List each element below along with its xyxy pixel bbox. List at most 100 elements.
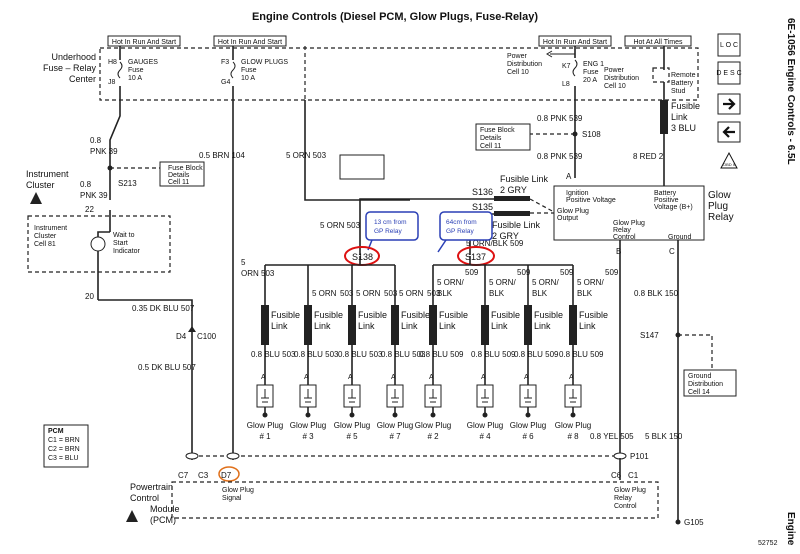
svg-text:Ignition: Ignition [566, 190, 589, 197]
svg-text:2 GRY: 2 GRY [492, 231, 519, 241]
glow-plug-number: # 8 [567, 432, 579, 441]
svg-text:Cell 11: Cell 11 [480, 143, 501, 150]
svg-text:Positive Voltage: Positive Voltage [566, 197, 616, 204]
svg-text:2 GRY: 2 GRY [500, 185, 527, 195]
branch-wire-number: 503 [340, 289, 354, 298]
svg-text:G105: G105 [684, 518, 704, 527]
svg-text:Control: Control [614, 503, 637, 510]
svg-text:C1 = BRN: C1 = BRN [48, 437, 80, 444]
fusible-link-label-2: Link [314, 321, 331, 331]
instrument-cluster-label: Instrument [26, 169, 69, 179]
svg-text:20: 20 [85, 292, 94, 301]
fusible-link [261, 305, 269, 345]
svg-text:PNK 39: PNK 39 [80, 191, 108, 200]
back-arrow-button[interactable] [717, 121, 741, 143]
svg-text:Glow: Glow [708, 190, 732, 201]
svg-text:Plug: Plug [708, 201, 728, 212]
svg-text:Powertrain: Powertrain [130, 482, 173, 492]
svg-text:Fuse Block: Fuse Block [480, 127, 515, 134]
underhood-label-3: Center [69, 74, 96, 84]
branch-wire-number: 509 [517, 268, 531, 277]
branch-wire-label: 5 ORN/ [577, 278, 604, 287]
svg-text:Fusible Link: Fusible Link [500, 174, 549, 184]
loc-button[interactable]: L O C [717, 33, 741, 57]
fusible-link [429, 305, 437, 345]
glow-plug-number: # 1 [259, 432, 271, 441]
hot-label-all: Hot At All Times [633, 39, 683, 46]
glow-plug-number: # 4 [479, 432, 491, 441]
svg-text:Battery: Battery [654, 190, 677, 197]
fusible-link-label: Fusible [491, 310, 520, 320]
callout-13cm [365, 211, 419, 241]
svg-text:8 RED 2: 8 RED 2 [633, 152, 664, 161]
svg-text:10 A: 10 A [128, 75, 142, 82]
svg-text:K7: K7 [562, 63, 571, 70]
branch-wire-label-2: BLK [489, 289, 505, 298]
hot-label-eng: Hot In Run And Start [543, 39, 607, 46]
svg-text:Power: Power [604, 67, 625, 74]
branch-wire-number: 509 [465, 268, 479, 277]
fusible-link-3blu [660, 100, 668, 134]
glow-plug-label: Glow Plug [555, 421, 591, 430]
glow-plug-number: # 6 [522, 432, 534, 441]
svg-text:C3 = BLU: C3 = BLU [48, 455, 79, 462]
branch-wire-number: 509 [560, 268, 574, 277]
glow-plug-relay [553, 185, 705, 241]
plug-pin-label: A [391, 374, 396, 381]
branch-wire-label: 5 ORN/ [532, 278, 559, 287]
svg-text:Glow Plug: Glow Plug [222, 487, 254, 494]
svg-text:Glow Plug: Glow Plug [613, 220, 645, 227]
svg-text:0.8 YEL 505: 0.8 YEL 505 [590, 432, 634, 441]
svg-text:C100: C100 [197, 332, 217, 341]
svg-text:S147: S147 [640, 331, 659, 340]
svg-text:L8: L8 [562, 81, 570, 88]
branch-blu-label: 0.8 BLU 509 [419, 350, 464, 359]
svg-text:Cell 81: Cell 81 [34, 241, 56, 248]
svg-text:C1: C1 [628, 471, 639, 480]
instrument-cluster-box [27, 215, 171, 273]
pcm-box [171, 481, 659, 519]
branch-blu-label: 0.8 BLU 509 [559, 350, 604, 359]
pcm-esd-icon [126, 510, 138, 522]
splice-s138: S138 [352, 252, 373, 262]
glow-plug-label: Glow Plug [247, 421, 283, 430]
underhood-label-2: Fuse – Relay [43, 63, 97, 73]
svg-text:F3: F3 [221, 59, 229, 66]
desc-button[interactable]: D E S C [716, 61, 742, 85]
fusible-link-label: Fusible [401, 310, 430, 320]
svg-text:P101: P101 [630, 452, 649, 461]
branch-wire-label: 5 ORN/ [489, 278, 516, 287]
svg-text:Cell 10: Cell 10 [507, 69, 529, 76]
svg-text:Instrument: Instrument [34, 225, 67, 232]
svg-text:Fuse: Fuse [241, 67, 257, 74]
svg-text:Distribution: Distribution [507, 61, 542, 68]
svg-text:Distribution: Distribution [688, 381, 723, 388]
svg-text:Cell 14: Cell 14 [688, 389, 710, 396]
svg-text:Start: Start [113, 240, 128, 247]
svg-text:22: 22 [85, 205, 94, 214]
splice-s137: S137 [465, 252, 486, 262]
svg-text:Relay: Relay [614, 495, 632, 502]
ground-distribution-ref [683, 369, 737, 397]
svg-text:C6: C6 [611, 471, 622, 480]
svg-text:Fuse Block: Fuse Block [168, 165, 203, 172]
svg-text:Glow Plug: Glow Plug [614, 487, 646, 494]
plug-pin-label: A [569, 374, 574, 381]
fusible-link-label: Fusible [314, 310, 343, 320]
svg-text:0.8 BLK 150: 0.8 BLK 150 [634, 289, 679, 298]
svg-text:5: 5 [241, 258, 246, 267]
branch-blu-label: 0.8 BLU 509 [471, 350, 516, 359]
underhood-label: Underhood [51, 52, 96, 62]
glow-plug-number: # 5 [346, 432, 358, 441]
page-side-bottom: Engine [785, 512, 796, 546]
svg-text:5 ORN/BLK 509: 5 ORN/BLK 509 [466, 239, 524, 248]
forward-arrow-button[interactable] [717, 93, 741, 115]
plug-pin-label: A [348, 374, 353, 381]
svg-text:H8: H8 [108, 59, 117, 66]
svg-text:Positive: Positive [654, 197, 679, 204]
